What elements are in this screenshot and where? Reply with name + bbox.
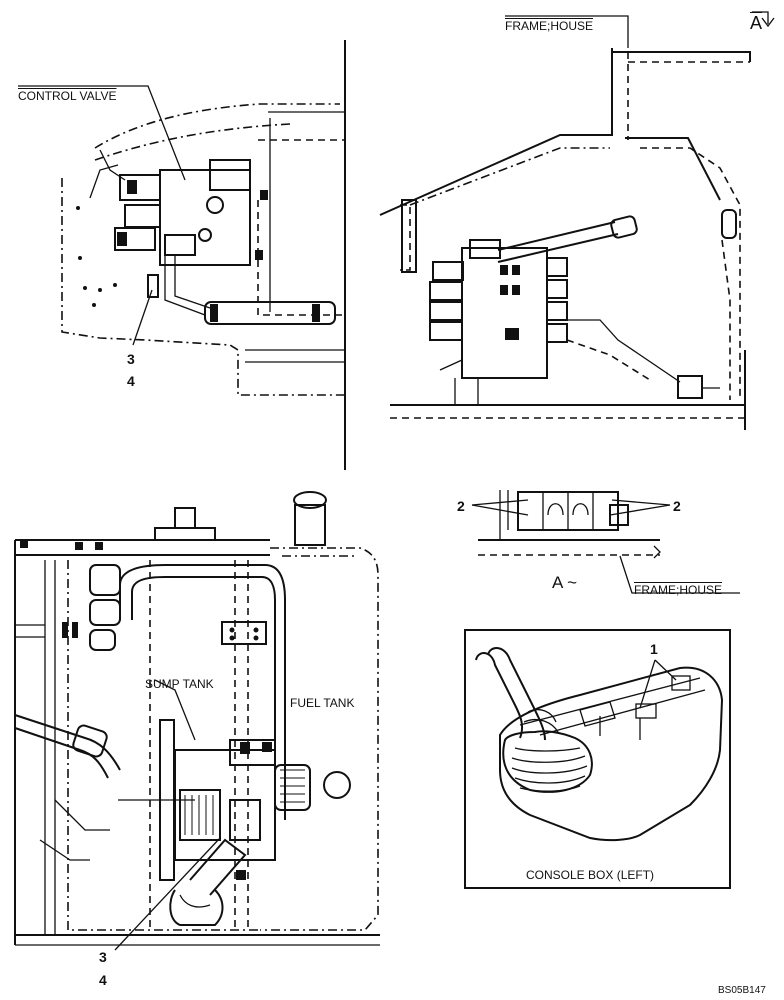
callout-2-right: 2	[673, 498, 681, 514]
tank-view	[14, 491, 380, 951]
frame-house-view	[379, 11, 775, 430]
control-valve-label: CONTROL VALVE	[18, 89, 117, 103]
callout-3-bottom: 3	[99, 949, 107, 965]
view-a-marker: A	[750, 13, 763, 33]
callout-3-top: 3	[127, 351, 135, 367]
console-box-label: CONSOLE BOX (LEFT)	[526, 868, 655, 882]
sump-tank-label: SUMP TANK	[145, 677, 214, 691]
view-a-caption: A ~	[552, 573, 578, 592]
drawing-code: BS05B147	[718, 985, 766, 996]
callout-1-console: 1	[650, 641, 658, 657]
callout-4-bottom: 4	[99, 972, 107, 988]
frame-house-label-top: FRAME;HOUSE	[505, 19, 594, 33]
callout-2-left: 2	[457, 498, 465, 514]
callout-4-top: 4	[127, 373, 135, 389]
control-valve-view	[18, 40, 346, 470]
fuel-tank-label: FUEL TANK	[290, 696, 355, 710]
view-a-detail	[471, 490, 740, 594]
frame-house-label-bottom: FRAME;HOUSE	[634, 583, 723, 597]
console-box-view	[464, 629, 731, 889]
